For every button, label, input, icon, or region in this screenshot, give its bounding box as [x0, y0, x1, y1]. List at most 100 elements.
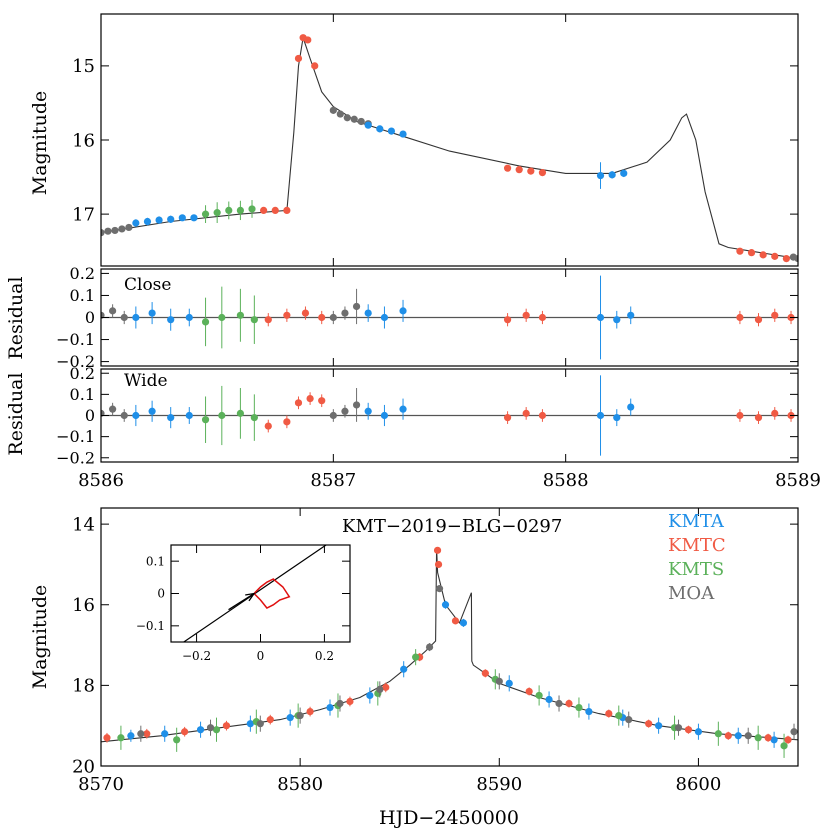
zoom-kmta-point — [399, 130, 407, 138]
zoom-moa-point — [101, 229, 105, 237]
zoom-kmtc-point — [736, 247, 744, 255]
full-kmts-point — [117, 734, 125, 742]
resid-close-kmta-point — [613, 316, 621, 324]
resid-close-ytick-label: 0.1 — [70, 286, 95, 305]
resid-wide-ytick-label: 0.2 — [70, 364, 95, 383]
full-moa-point — [790, 728, 798, 736]
resid-wide-kmtc-point — [538, 411, 547, 420]
resid-wide-moa-point — [109, 405, 117, 413]
resid-close-kmta-point — [167, 316, 175, 324]
full-moa-point — [296, 712, 304, 720]
zoom-kmtc-point — [260, 206, 268, 215]
full-kmta-point — [505, 679, 513, 687]
zoom-kmta-point — [167, 215, 175, 223]
full-kmta-point — [400, 665, 408, 673]
full-moa-point — [376, 685, 384, 694]
inset-ytick-label: 0.1 — [146, 554, 165, 568]
resid-close-kmtc-point — [754, 316, 763, 324]
resid-close-kmtc-point — [283, 311, 291, 319]
zoom-kmtc-point — [527, 167, 535, 175]
resid-close-kmta-point — [185, 313, 193, 322]
full-kmtc-point — [306, 707, 314, 716]
resid-close-kmts-point — [236, 311, 244, 319]
zoom-kmtc-point — [515, 166, 523, 174]
resid-close-kmta-point — [627, 311, 635, 319]
full-kmta-point — [734, 732, 742, 740]
full-moa-point — [674, 724, 683, 732]
resid-close-moa-point — [120, 313, 128, 322]
resid-wide-kmta-point — [380, 411, 389, 420]
full-kmta-point — [127, 732, 135, 740]
legend-kmta: KMTA — [668, 511, 725, 532]
resid-close-kmta-point — [148, 309, 156, 317]
zoom-moa-point — [357, 117, 365, 126]
full-moa-point — [625, 716, 633, 724]
full-kmtc-point — [605, 709, 613, 718]
zoom-kmts-point — [213, 209, 221, 217]
full-moa-point — [336, 699, 344, 708]
full-kmtc-point — [143, 730, 151, 738]
zoom-kmta-point — [596, 171, 605, 180]
resid-close-kmtc-point — [503, 316, 512, 324]
full-ytick-label: 20 — [72, 756, 95, 777]
full-kmta-point — [286, 714, 294, 722]
zoom-kmtc-point — [782, 254, 790, 263]
resid-wide-kmtc-point — [754, 414, 763, 422]
inset-ytick-label: −0.1 — [136, 619, 165, 633]
resid-close-moa-point — [341, 309, 349, 317]
full-kmta-point — [196, 726, 205, 734]
resid-wide-kmtc-point — [522, 409, 530, 417]
full-kmts-point — [615, 712, 623, 720]
resid-wide-kmta-point — [185, 411, 193, 420]
full-kmta-point — [326, 703, 334, 712]
full-moa-point — [744, 732, 752, 740]
full-kmts-point — [173, 736, 181, 744]
zoom-kmtc-point — [304, 36, 312, 44]
zoom-kmta-point — [376, 125, 384, 133]
zoom-moa-point — [118, 225, 126, 233]
resid-wide-kmts-point — [236, 409, 244, 417]
zoom-kmta-point — [190, 214, 198, 222]
resid-wide-kmta-point — [132, 411, 140, 420]
inset-xtick-label: 0.2 — [315, 649, 334, 663]
resid-close-ytick-label: 0 — [85, 308, 95, 327]
resid-wide-xtick-label: 8589 — [775, 470, 821, 491]
zoom-kmtc-point — [771, 252, 779, 260]
full-moa-point — [425, 643, 434, 651]
full-moa-point — [137, 730, 145, 738]
resid-close-ytick-label: 0.2 — [70, 264, 95, 283]
full-kmta-point — [585, 707, 593, 716]
full-kmtc-point — [382, 683, 390, 691]
legend-kmts: KMTS — [668, 559, 724, 580]
resid-wide-kmtc-point — [503, 414, 512, 422]
full-kmts-point — [212, 726, 221, 734]
full-kmtc-point — [434, 560, 443, 569]
full-kmts-point — [575, 703, 583, 712]
resid-wide-ytick-label: −0.2 — [56, 448, 95, 467]
resid-close-moa-point — [329, 313, 337, 322]
resid-close-kmtc-point — [301, 309, 310, 317]
resid-close-kmtc-point — [522, 311, 530, 319]
full-xtick-label: 8590 — [476, 774, 522, 795]
full-kmta-point — [459, 619, 468, 627]
resid-wide-kmtc-point — [294, 399, 303, 407]
resid-close-kmta-point — [132, 313, 140, 322]
full-ytick-label: 16 — [72, 595, 95, 616]
resid-wide-ylabel: Residual — [5, 372, 27, 455]
resid-wide-kmtc-point — [283, 418, 291, 426]
resid-wide-kmts-point — [250, 414, 258, 422]
resid-close-ytick-label: −0.2 — [56, 352, 95, 371]
inset-arrow-shaft — [228, 592, 255, 611]
full-kmta-point — [441, 601, 450, 609]
full-moa-point — [555, 699, 563, 708]
resid-wide-kmts-point — [201, 416, 210, 424]
zoom-moa-point — [329, 106, 337, 114]
zoom-moa-point — [794, 254, 798, 263]
inset-frame — [170, 544, 351, 643]
full-kmtc-point — [181, 728, 189, 736]
inset-source-trajectory — [183, 545, 328, 642]
resid-close-kmtc-point — [318, 313, 326, 322]
resid-wide-kmts-point — [218, 411, 226, 420]
